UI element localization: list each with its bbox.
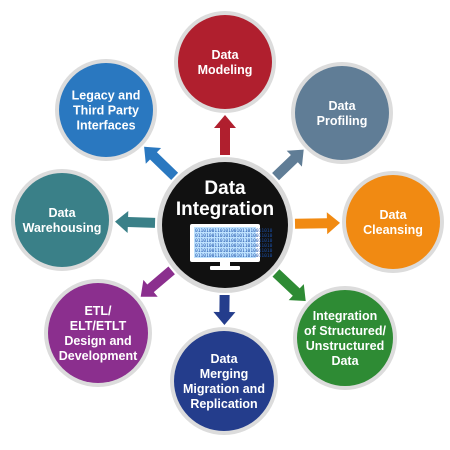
binary-text-row: 0110100110101001011010011010: [195, 228, 273, 234]
node-label-line: Unstructured: [306, 339, 384, 353]
nodes-layer: DataModelingDataProfilingDataCleansingIn…: [11, 11, 444, 435]
node-label-line: Design and: [64, 334, 131, 348]
arrow-to-data-warehousing: [115, 211, 156, 233]
node-label-line: Data: [379, 208, 407, 222]
monitor-stand: [210, 266, 240, 270]
node-circle: [15, 173, 109, 267]
center-title-line-1: Data: [204, 178, 246, 199]
node-label-line: Data: [328, 99, 356, 113]
node-label-line: Legacy and: [72, 88, 141, 102]
arrow-to-data-cleansing: [294, 212, 340, 235]
binary-text-block: 0110100110101001011010011010011010011010…: [195, 228, 273, 259]
node-label-line: of Structured/: [304, 324, 386, 338]
node-label-line: Merging: [200, 367, 249, 381]
node-label-line: Third Party: [73, 103, 139, 117]
node-label-line: Data: [211, 48, 239, 62]
node-label-line: Data: [331, 354, 359, 368]
node-label-line: ETL/: [84, 304, 112, 318]
binary-text-row: 0110100110101001011010011010: [195, 243, 273, 249]
node-label-line: Data: [210, 352, 238, 366]
node-circle: [346, 175, 440, 269]
arrow-to-data-merging: [213, 295, 236, 325]
node-label-line: ELT/ETLT: [70, 319, 127, 333]
node-label-line: Interfaces: [76, 118, 135, 132]
computer-monitor-binary-icon: 0110100110101001011010011010011010011010…: [190, 224, 273, 270]
node-label-line: Data: [48, 206, 76, 220]
node-circle: [178, 15, 272, 109]
arrow-to-integration-structured: [272, 269, 306, 301]
binary-text-row: 0110100110101001011010011010: [195, 248, 273, 254]
node-circle: [48, 283, 148, 383]
node-label-line: Replication: [190, 397, 257, 411]
node-label-line: Modeling: [198, 63, 253, 77]
node-circle: [59, 63, 153, 157]
node-circle: [295, 66, 389, 160]
node-label-line: Development: [59, 349, 138, 363]
binary-text-row: 0110100110101001011010011010: [195, 233, 273, 239]
arrow-to-data-modeling: [214, 115, 236, 155]
binary-text-row: 0110100110101001011010011010: [195, 238, 273, 244]
node-label-line: Cleansing: [363, 223, 423, 237]
node-label-line: Migration and: [183, 382, 265, 396]
monitor-neck: [220, 262, 230, 267]
node-circle: [174, 331, 274, 431]
monitor-screen: [194, 227, 256, 258]
arrow-to-legacy-interfaces: [144, 146, 179, 180]
node-label-line: Profiling: [317, 114, 368, 128]
center-hub: Data Integration 01101001101010010110100…: [157, 157, 293, 293]
node-label-line: Integration: [313, 309, 378, 323]
arrow-to-etl-design: [140, 266, 175, 297]
binary-text-row: 0110100110101001011010011010: [195, 253, 273, 259]
arrows-layer: [115, 115, 340, 325]
node-circle: [297, 290, 393, 386]
node-label-line: Warehousing: [23, 221, 102, 235]
center-title-line-2: Integration: [176, 199, 274, 220]
arrow-to-data-profiling: [272, 149, 304, 181]
